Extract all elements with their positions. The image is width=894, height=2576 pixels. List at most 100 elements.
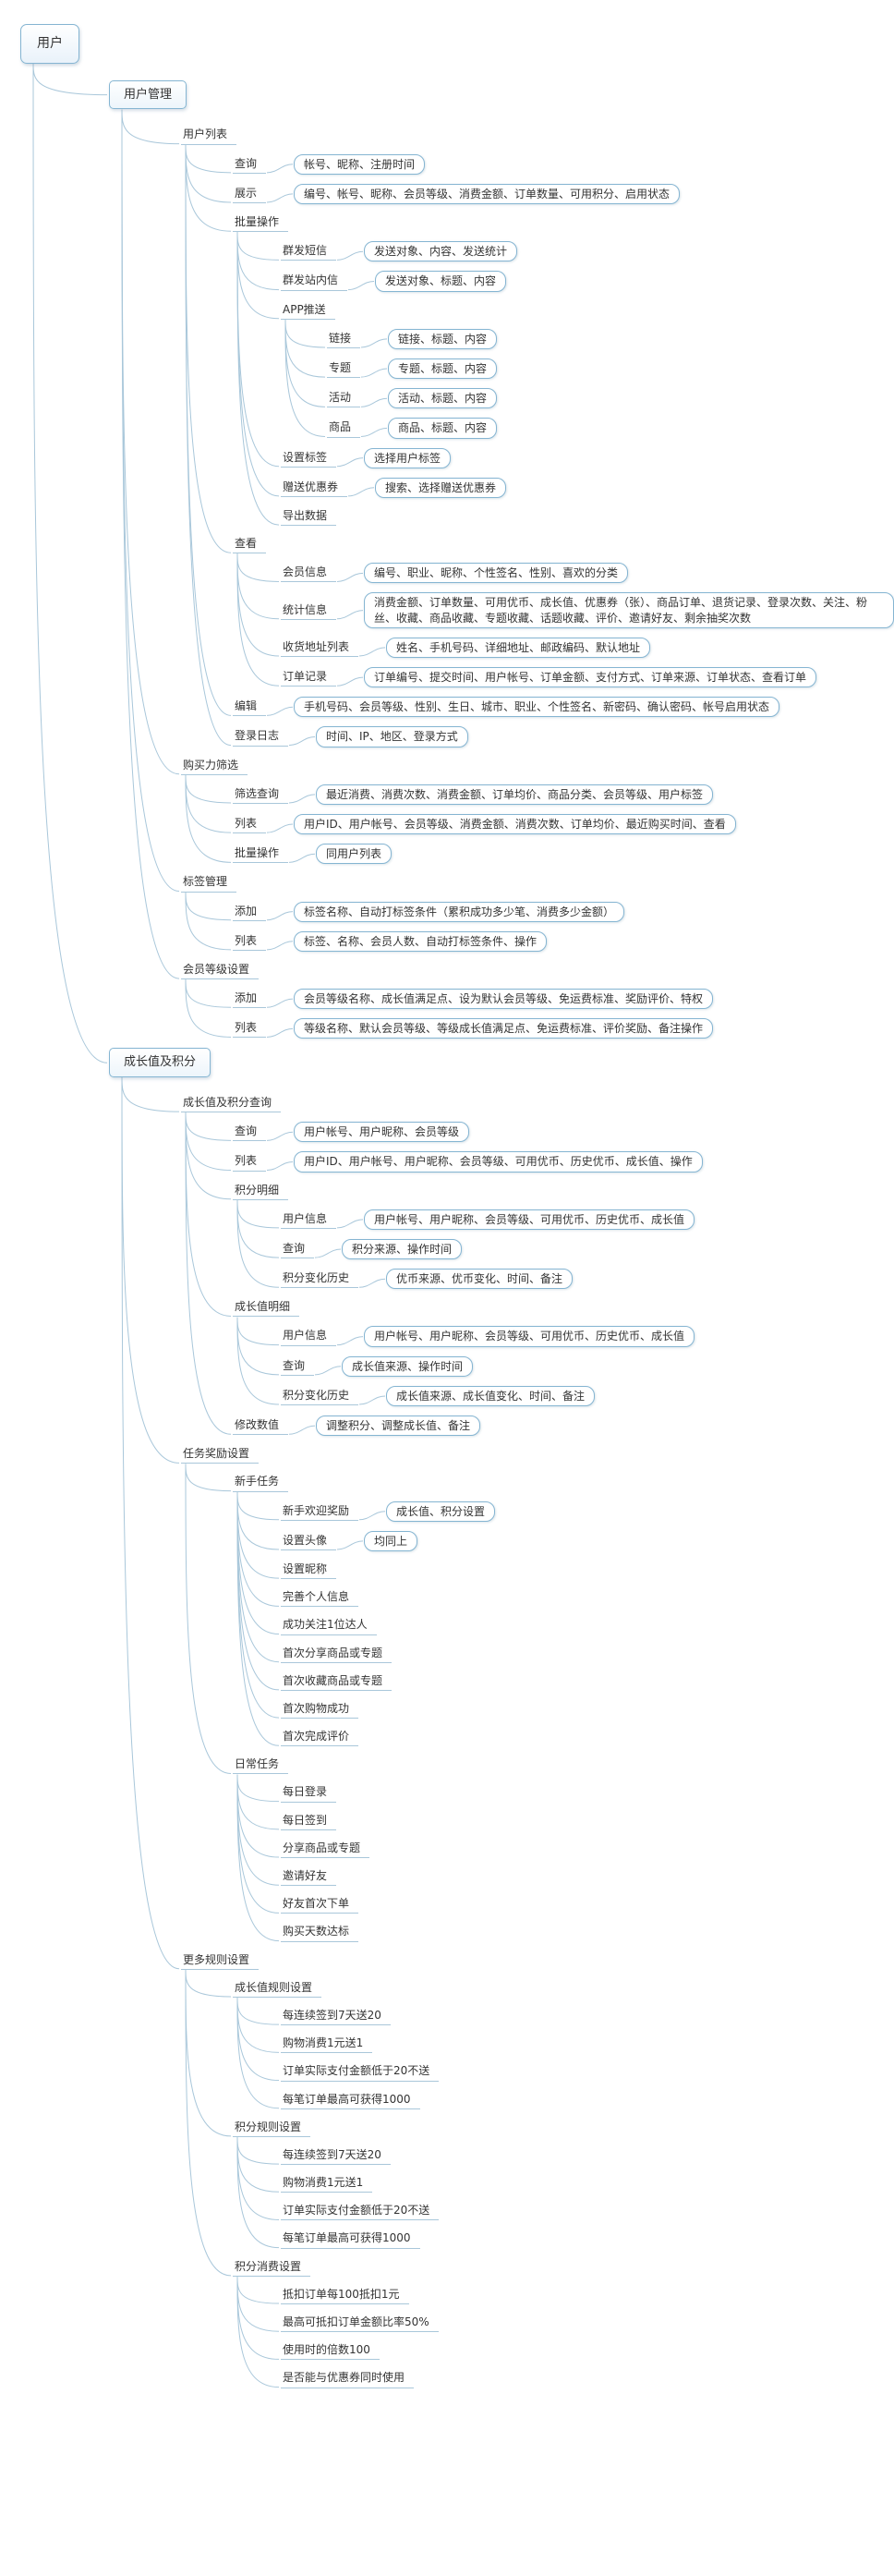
detail-pill[interactable]: 标签名称、自动打标签条件（累积成功多少笔、消费多少金额）	[294, 901, 625, 922]
subtopic[interactable]: 添加	[233, 903, 267, 921]
detail-pill[interactable]: 用户ID、用户帐号、会员等级、消费金额、消费次数、订单均价、最近购买时间、查看	[294, 813, 736, 835]
subtopic[interactable]: 列表	[233, 932, 267, 951]
subtopic[interactable]: 列表	[233, 815, 267, 834]
detail-pill[interactable]: 均同上	[364, 1530, 418, 1551]
subtopic[interactable]: 首次收藏商品或专题	[281, 1672, 393, 1691]
detail-pill[interactable]: 用户帐号、用户昵称、会员等级、可用优币、历史优币、成长值	[364, 1209, 695, 1230]
detail-pill[interactable]: 会员等级名称、成长值满足点、设为默认会员等级、免运费标准、奖励评价、特权	[294, 989, 714, 1010]
subtopic[interactable]: 标签管理	[181, 873, 237, 893]
subtopic[interactable]: 会员信息	[281, 564, 337, 583]
detail-pill[interactable]: 发送对象、内容、发送统计	[364, 241, 518, 262]
detail-pill[interactable]: 商品、标题、内容	[388, 418, 498, 439]
subtopic[interactable]: APP推送	[281, 301, 335, 320]
subtopic[interactable]: 列表	[233, 1152, 267, 1172]
subtopic[interactable]: 展示	[233, 185, 267, 203]
subtopic[interactable]: 每连续签到7天送20	[281, 2007, 391, 2026]
subtopic[interactable]: 成长值明细	[233, 1298, 300, 1318]
subtopic[interactable]: 成功关注1位达人	[281, 1616, 377, 1635]
subtopic[interactable]: 用户列表	[181, 126, 237, 145]
subtopic[interactable]: 好友首次下单	[281, 1895, 359, 1914]
detail-pill[interactable]: 搜索、选择赠送优惠券	[375, 477, 507, 498]
subtopic[interactable]: 每笔订单最高可获得1000	[281, 2091, 420, 2109]
subtopic[interactable]: 成长值及积分查询	[181, 1094, 282, 1113]
detail-pill[interactable]: 成长值、积分设置	[386, 1501, 496, 1522]
subtopic[interactable]: 分享商品或专题	[281, 1840, 370, 1859]
subtopic[interactable]: 最高可抵扣订单金额比率50%	[281, 2314, 439, 2333]
detail-pill[interactable]: 等级名称、默认会员等级、等级成长值满足点、免运费标准、评价奖励、备注操作	[294, 1018, 714, 1039]
subtopic[interactable]: 设置头像	[281, 1532, 337, 1550]
subtopic[interactable]: 积分变化历史	[281, 1387, 359, 1406]
subtopic[interactable]: 每连续签到7天送20	[281, 2146, 391, 2166]
branch-topic[interactable]: 成长值及积分	[109, 1048, 211, 1077]
detail-pill[interactable]: 编号、职业、昵称、个性签名、性别、喜欢的分类	[364, 563, 629, 584]
branch-topic[interactable]: 用户管理	[109, 79, 187, 110]
subtopic[interactable]: 查询	[281, 1357, 315, 1376]
detail-pill[interactable]: 订单编号、提交时间、用户帐号、订单金额、支付方式、订单来源、订单状态、查看订单	[364, 667, 817, 688]
subtopic[interactable]: 购买力筛选	[181, 757, 248, 775]
detail-pill[interactable]: 活动、标题、内容	[388, 388, 498, 409]
subtopic[interactable]: 设置标签	[281, 449, 337, 468]
detail-pill[interactable]: 优币来源、优币变化、时间、备注	[386, 1269, 574, 1290]
subtopic[interactable]: 编辑	[233, 698, 267, 717]
subtopic[interactable]: 更多规则设置	[181, 1951, 260, 1970]
subtopic[interactable]: 是否能与优惠券同时使用	[281, 2369, 415, 2388]
subtopic[interactable]: 赠送优惠券	[281, 479, 348, 497]
subtopic[interactable]: 查询	[233, 155, 267, 174]
subtopic[interactable]: 用户信息	[281, 1327, 337, 1346]
subtopic[interactable]: 查询	[233, 1123, 267, 1142]
subtopic[interactable]: 添加	[233, 990, 267, 1009]
subtopic[interactable]: 完善个人信息	[281, 1588, 359, 1608]
detail-pill[interactable]: 用户帐号、用户昵称、会员等级、可用优币、历史优币、成长值	[364, 1326, 695, 1347]
subtopic[interactable]: 查看	[233, 535, 267, 554]
subtopic[interactable]: 订单实际支付金额低于20不送	[281, 2062, 440, 2082]
subtopic[interactable]: 邀请好友	[281, 1867, 337, 1887]
subtopic[interactable]: 新手欢迎奖励	[281, 1502, 359, 1521]
detail-pill[interactable]: 帐号、昵称、注册时间	[294, 153, 426, 175]
detail-pill[interactable]: 调整积分、调整成长值、备注	[316, 1416, 481, 1437]
subtopic[interactable]: 会员等级设置	[181, 961, 260, 980]
subtopic[interactable]: 购物消费1元送1	[281, 2035, 373, 2054]
subtopic[interactable]: 新手任务	[233, 1473, 289, 1492]
subtopic[interactable]: 抵扣订单每100抵扣1元	[281, 2286, 409, 2305]
detail-pill[interactable]: 用户帐号、用户昵称、会员等级	[294, 1122, 470, 1143]
subtopic[interactable]: 专题	[327, 359, 361, 379]
detail-pill[interactable]: 最近消费、消费次数、消费金额、订单均价、商品分类、会员等级、用户标签	[316, 784, 714, 805]
subtopic[interactable]: 任务奖励设置	[181, 1445, 260, 1464]
detail-pill[interactable]: 消费金额、订单数量、可用优币、成长值、优惠券（张）、商品订单、退货记录、登录次数…	[364, 592, 894, 628]
subtopic[interactable]: 日常任务	[233, 1756, 289, 1775]
subtopic[interactable]: 首次购物成功	[281, 1700, 359, 1719]
subtopic[interactable]: 每日登录	[281, 1783, 337, 1803]
detail-pill[interactable]: 链接、标题、内容	[388, 328, 498, 349]
subtopic[interactable]: 列表	[233, 1019, 267, 1039]
detail-pill[interactable]: 积分来源、操作时间	[342, 1238, 463, 1260]
subtopic[interactable]: 设置昵称	[281, 1561, 337, 1580]
detail-pill[interactable]: 编号、帐号、昵称、会员等级、消费金额、订单数量、可用积分、启用状态	[294, 183, 681, 204]
subtopic[interactable]: 用户信息	[281, 1210, 337, 1229]
subtopic[interactable]: 购买天数达标	[281, 1923, 359, 1942]
detail-pill[interactable]: 发送对象、标题、内容	[375, 271, 507, 292]
detail-pill[interactable]: 用户ID、用户帐号、用户昵称、会员等级、可用优币、历史优币、成长值、操作	[294, 1151, 703, 1173]
subtopic[interactable]: 统计信息	[281, 601, 337, 620]
subtopic[interactable]: 订单记录	[281, 668, 337, 687]
subtopic[interactable]: 购物消费1元送1	[281, 2174, 373, 2193]
subtopic[interactable]: 积分规则设置	[233, 2119, 311, 2137]
detail-pill[interactable]: 同用户列表	[316, 844, 393, 865]
root-topic[interactable]: 用户	[20, 24, 79, 64]
subtopic[interactable]: 群发短信	[281, 242, 337, 261]
subtopic[interactable]: 商品	[327, 419, 361, 438]
subtopic[interactable]: 每笔订单最高可获得1000	[281, 2230, 420, 2249]
subtopic[interactable]: 积分变化历史	[281, 1270, 359, 1289]
subtopic[interactable]: 活动	[327, 389, 361, 408]
detail-pill[interactable]: 标签、名称、会员人数、自动打标签条件、操作	[294, 930, 548, 952]
subtopic[interactable]: 积分明细	[233, 1182, 289, 1200]
subtopic[interactable]: 首次分享商品或专题	[281, 1645, 393, 1663]
subtopic[interactable]: 积分消费设置	[233, 2258, 311, 2277]
detail-pill[interactable]: 成长值来源、操作时间	[342, 1355, 474, 1377]
detail-pill[interactable]: 时间、IP、地区、登录方式	[316, 726, 468, 747]
subtopic[interactable]: 登录日志	[233, 727, 289, 747]
detail-pill[interactable]: 专题、标题、内容	[388, 358, 498, 380]
subtopic[interactable]: 筛选查询	[233, 785, 289, 804]
detail-pill[interactable]: 手机号码、会员等级、性别、生日、城市、职业、个性签名、新密码、确认密码、帐号启用…	[294, 697, 780, 718]
detail-pill[interactable]: 姓名、手机号码、详细地址、邮政编码、默认地址	[386, 637, 651, 658]
subtopic[interactable]: 每日签到	[281, 1812, 337, 1830]
